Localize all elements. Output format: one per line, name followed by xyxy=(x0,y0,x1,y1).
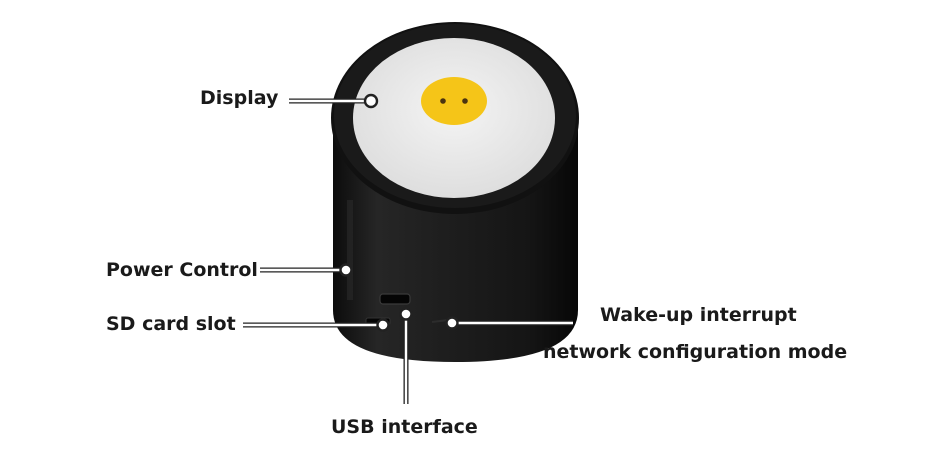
label-sd-card-slot: SD card slot xyxy=(106,313,236,335)
callout-power-control xyxy=(260,263,353,277)
label-display: Display xyxy=(200,87,279,109)
callout-wake-up xyxy=(445,316,573,330)
label-network-configuration-mode: network configuration mode xyxy=(543,341,848,363)
label-wake-up-interrupt: Wake-up interrupt xyxy=(600,304,797,326)
usb-port xyxy=(379,293,411,305)
label-usb-interface: USB interface xyxy=(331,416,478,438)
face-icon xyxy=(421,77,487,125)
label-power-control: Power Control xyxy=(106,259,258,281)
callout-usb xyxy=(399,307,413,404)
callout-display xyxy=(289,93,379,109)
callout-sd-card xyxy=(243,318,390,332)
